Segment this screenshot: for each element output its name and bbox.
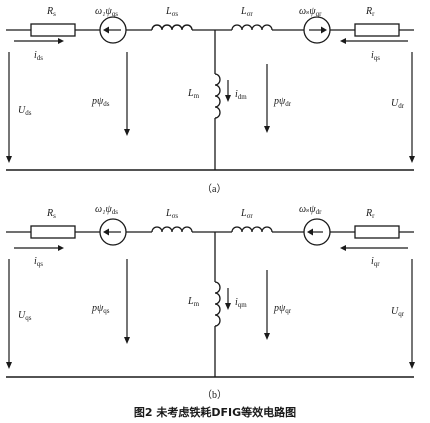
im-label: iqm [235,297,247,309]
stator-leakage-inductor [151,226,193,233]
rr-label: Rr [365,6,375,18]
lm-label: Lm [187,88,200,100]
source-right-label: ωₛψqr [299,6,322,18]
circuit-b: Rs ω₁ψds Lσs Lσr ωₛψdr Rr iqs iqr Uqs pψ… [6,204,415,401]
rotor-resistor [354,23,400,37]
i-left-label: ids [34,50,43,62]
pp-right-label: pψdr [273,96,292,108]
source-left-label: ω₁ψqs [95,6,118,18]
u-right-label: Uqr [391,306,405,318]
lls-label: Lσs [165,208,178,220]
rotor-resistor [354,225,400,239]
stator-resistor [30,23,76,37]
u-right-label: Udr [391,98,405,110]
caption-b: （b） [202,389,227,401]
lm-label: Lm [187,296,200,308]
rs-label: Rs [46,6,56,18]
u-left-label: Uds [18,105,32,117]
source-right-label: ωₛψdr [299,204,322,216]
llr-label: Lσr [240,6,253,18]
figure-title: 图2 未考虑铁耗DFIG等效电路图 [134,405,296,419]
rr-label: Rr [365,208,375,220]
rs-label: Rs [46,208,56,220]
rotor-leakage-inductor [231,226,273,233]
stator-resistor [30,225,76,239]
i-right-label: iqs [371,50,380,62]
magnetizing-inductor [214,281,221,327]
lls-label: Lσs [165,6,178,18]
pp-left-label: pψqs [91,303,110,315]
pp-left-label: pψds [91,96,110,108]
llr-label: Lσr [240,208,253,220]
i-right-label: iqr [371,256,380,268]
im-label: idm [235,89,247,101]
source-left-label: ω₁ψds [95,204,118,216]
magnetizing-inductor [214,73,221,119]
pp-right-label: pψqr [273,303,292,315]
caption-a: （a） [202,183,226,195]
u-left-label: Uqs [18,310,32,322]
rotor-leakage-inductor [231,24,273,31]
i-left-label: iqs [34,256,43,268]
circuit-a: Rs ω₁ψqs Lσs Lσr ωₛψqr Rr ids iqs Uds pψ… [6,6,415,195]
